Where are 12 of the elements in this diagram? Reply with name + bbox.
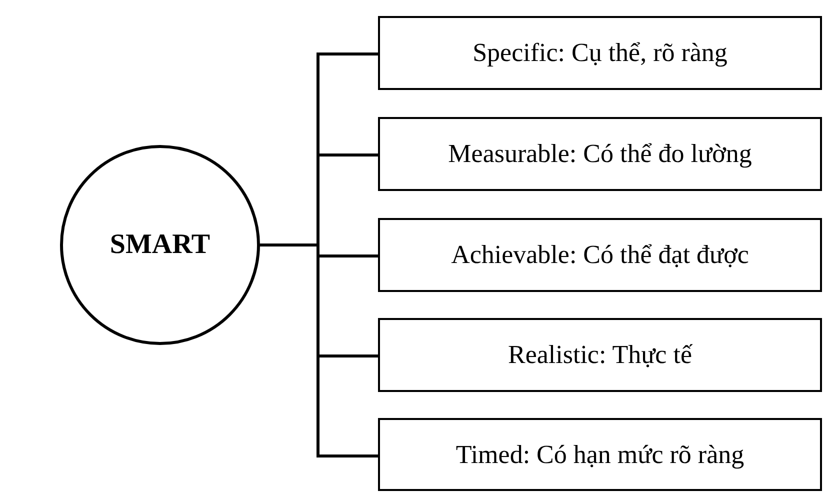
connector-line xyxy=(260,244,378,458)
criterion-box xyxy=(378,218,822,292)
criterion-label: Timed: Có hạn mức rõ ràng xyxy=(456,440,744,470)
criterion-box xyxy=(378,117,822,191)
criterion-box xyxy=(378,16,822,90)
criterion-label: Measurable: Có thể đo lường xyxy=(448,139,752,169)
criterion-box xyxy=(378,318,822,392)
criterion-label: Realistic: Thực tế xyxy=(508,340,692,370)
criterion-label: Achievable: Có thể đạt được xyxy=(451,240,749,270)
criterion-box xyxy=(378,418,822,491)
criterion-label: Specific: Cụ thể, rõ ràng xyxy=(472,38,728,68)
concept-label: SMART xyxy=(110,229,210,261)
